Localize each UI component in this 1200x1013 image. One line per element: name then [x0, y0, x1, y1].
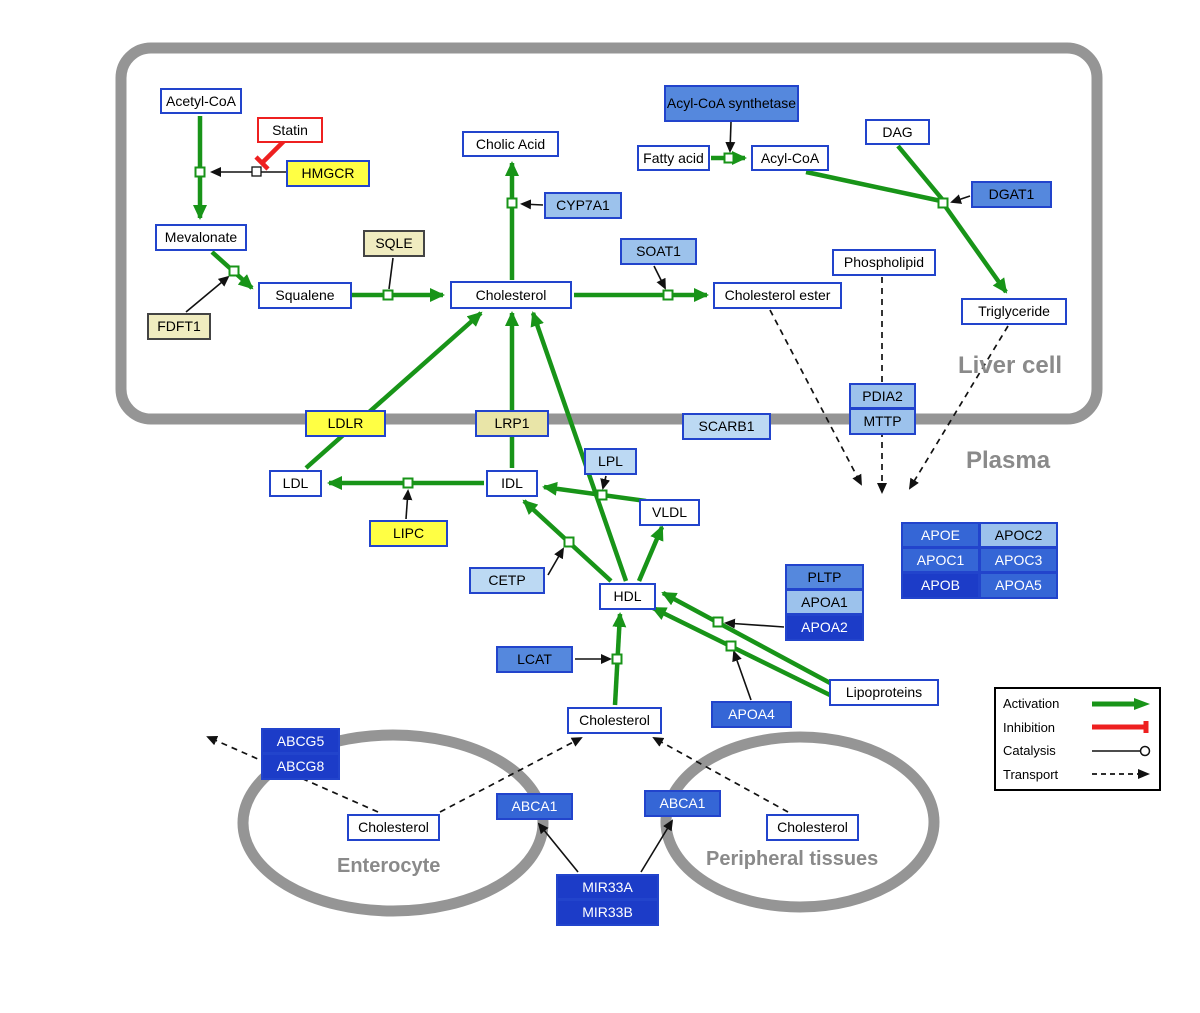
node-acetyl-coa[interactable]: Acetyl-CoA — [160, 88, 242, 114]
node-hdl[interactable]: HDL — [599, 583, 656, 610]
node-hmgcr[interactable]: HMGCR — [286, 160, 370, 187]
node-cholesterol-plasma[interactable]: Cholesterol — [567, 707, 662, 734]
node-lipoproteins[interactable]: Lipoproteins — [829, 679, 939, 706]
node-cyp7a1[interactable]: CYP7A1 — [544, 192, 622, 219]
node-cholesterol-ester[interactable]: Cholesterol ester — [713, 282, 842, 309]
node-apoc1[interactable]: APOC1 — [901, 547, 980, 573]
node-mevalonate[interactable]: Mevalonate — [155, 224, 247, 251]
legend-activation: Activation — [996, 692, 1159, 716]
node-sqle[interactable]: SQLE — [363, 230, 425, 257]
inhibition-junction-node — [251, 166, 262, 177]
reaction-nodes — [194, 152, 949, 665]
node-abcg5[interactable]: ABCG5 — [261, 728, 340, 754]
node-apoa5[interactable]: APOA5 — [979, 572, 1058, 599]
node-apob[interactable]: APOB — [901, 572, 980, 599]
node-cholesterol-peripheral[interactable]: Cholesterol — [766, 814, 859, 841]
node-lrp1[interactable]: LRP1 — [475, 410, 549, 437]
legend-catalysis-label: Catalysis — [1003, 743, 1056, 759]
node-triglyceride[interactable]: Triglyceride — [961, 298, 1067, 325]
node-mir33a[interactable]: MIR33A — [556, 874, 659, 900]
legend-inhibition: Inhibition — [996, 716, 1159, 740]
plasma-label: Plasma — [966, 447, 1051, 474]
node-mttp[interactable]: MTTP — [849, 408, 916, 435]
node-pdia2[interactable]: PDIA2 — [849, 383, 916, 409]
inhibition-edge — [254, 139, 286, 171]
node-ldl[interactable]: LDL — [269, 470, 322, 497]
node-dag[interactable]: DAG — [865, 119, 930, 145]
legend-activation-label: Activation — [1003, 696, 1060, 712]
enterocyte-label: Enterocyte — [337, 855, 441, 877]
activation-arrow-icon — [1092, 697, 1150, 710]
node-abcg8[interactable]: ABCG8 — [261, 753, 340, 780]
node-apoa4[interactable]: APOA4 — [711, 701, 792, 728]
legend-catalysis: Catalysis — [996, 739, 1159, 763]
node-squalene[interactable]: Squalene — [258, 282, 352, 309]
legend-transport-label: Transport — [1003, 766, 1059, 782]
node-mir33b[interactable]: MIR33B — [556, 899, 659, 926]
node-soat1[interactable]: SOAT1 — [620, 238, 697, 265]
liver-cell-membrane — [115, 42, 1103, 425]
node-lipc[interactable]: LIPC — [369, 520, 448, 547]
node-cetp[interactable]: CETP — [469, 567, 545, 594]
node-ldlr[interactable]: LDLR — [305, 410, 386, 437]
node-abca1-enterocyte[interactable]: ABCA1 — [496, 793, 573, 820]
node-fdft1[interactable]: FDFT1 — [147, 313, 211, 340]
node-statin[interactable]: Statin — [257, 117, 323, 143]
node-vldl[interactable]: VLDL — [639, 499, 700, 526]
node-apoc2[interactable]: APOC2 — [979, 522, 1058, 548]
node-phospholipid[interactable]: Phospholipid — [832, 249, 936, 276]
legend-transport: Transport — [996, 763, 1159, 787]
legend-inhibition-label: Inhibition — [1003, 719, 1056, 735]
catalysis-edges — [185, 121, 971, 873]
liver-cell-label: Liver cell — [958, 352, 1063, 379]
node-apoc3[interactable]: APOC3 — [979, 547, 1058, 573]
inhibition-tbar-icon — [1092, 721, 1149, 734]
node-apoe[interactable]: APOE — [901, 522, 980, 548]
membranes — [115, 42, 1103, 917]
node-fatty-acid[interactable]: Fatty acid — [637, 145, 710, 171]
node-cholesterol-liver[interactable]: Cholesterol — [450, 281, 572, 309]
node-apoa1[interactable]: APOA1 — [785, 589, 864, 615]
node-cholic-acid[interactable]: Cholic Acid — [462, 131, 559, 157]
node-dgat1[interactable]: DGAT1 — [971, 181, 1052, 208]
node-lcat[interactable]: LCAT — [496, 646, 573, 673]
legend: Activation Inhibition Catalysis Transpor… — [994, 687, 1161, 791]
transport-dashed-arrow-icon — [1092, 769, 1150, 780]
peripheral-tissues-label: Peripheral tissues — [706, 848, 879, 870]
node-pltp[interactable]: PLTP — [785, 564, 864, 590]
node-acyl-coa-synthetase[interactable]: Acyl-CoA synthetase — [664, 85, 799, 122]
catalysis-circle-icon — [1092, 745, 1151, 756]
node-cholesterol-enterocyte[interactable]: Cholesterol — [347, 814, 440, 841]
node-scarb1[interactable]: SCARB1 — [682, 413, 771, 440]
node-apoa2[interactable]: APOA2 — [785, 614, 864, 641]
node-idl[interactable]: IDL — [486, 470, 538, 497]
node-lpl[interactable]: LPL — [584, 448, 637, 475]
activation-edges — [193, 116, 1008, 706]
node-abca1-peripheral[interactable]: ABCA1 — [644, 790, 721, 817]
node-acyl-coa[interactable]: Acyl-CoA — [751, 145, 829, 171]
